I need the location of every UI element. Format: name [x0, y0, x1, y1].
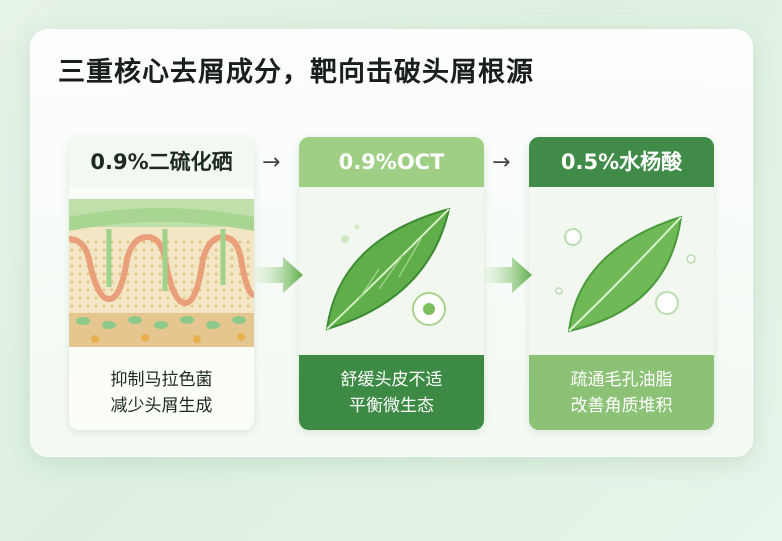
arrow-right-icon — [484, 257, 532, 293]
leaf-droplets-illustration — [555, 215, 696, 333]
ingredient-card-salicylic: 0.5%水杨酸 疏通毛孔油脂 改善角质堆积 — [529, 137, 714, 430]
page-title: 三重核心去屑成分，靶向击破头屑根源 — [58, 57, 534, 88]
card-description-line: 抑制马拉色菌 — [110, 369, 213, 390]
card-description-line: 疏通毛孔油脂 — [570, 369, 673, 390]
card-description-line: 减少头屑生成 — [110, 395, 213, 416]
scalp-layers-illustration — [69, 199, 254, 347]
card-description-line: 改善角质堆积 — [570, 395, 673, 416]
leaf-illustration — [325, 207, 451, 331]
ingredient-card-selenium: 0.9%二硫化硒 抑制马拉色菌 减少头屑生成 — [69, 137, 254, 430]
card-description: 疏通毛孔油脂 改善角质堆积 — [529, 355, 714, 430]
card-heading: 0.9%二硫化硒 — [69, 137, 254, 187]
card-description-line: 舒缓头皮不适 — [340, 369, 443, 390]
ingredient-card-oct: 0.9%OCT 舒缓头皮不适 平衡微生态 — [299, 137, 484, 430]
arrow-right-icon — [255, 257, 303, 293]
arrow-right-icon: → — [492, 150, 511, 175]
card-description: 舒缓头皮不适 平衡微生态 — [299, 355, 484, 430]
card-description-line: 平衡微生态 — [349, 395, 434, 416]
card-heading: 0.9%OCT — [299, 137, 484, 187]
card-heading: 0.5%水杨酸 — [529, 137, 714, 187]
card-description: 抑制马拉色菌 减少头屑生成 — [69, 355, 254, 430]
arrow-right-icon: → — [262, 150, 281, 175]
